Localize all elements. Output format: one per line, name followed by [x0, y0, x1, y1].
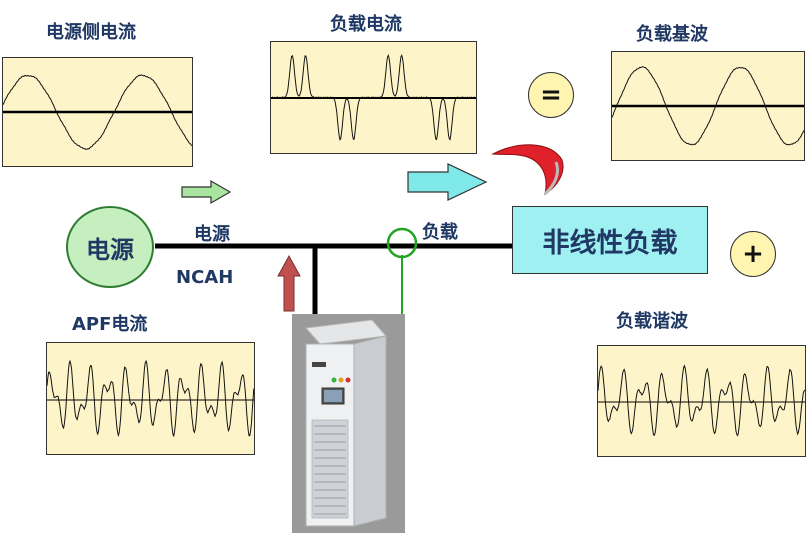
load-current-title: 负载电流 — [330, 14, 402, 35]
load-line-label: 负载 — [422, 222, 458, 243]
load-fundamental-title: 负载基波 — [636, 24, 708, 45]
right-arrow-icon — [181, 179, 232, 205]
source-current-waveform — [3, 74, 192, 151]
ncah-label: NCAH — [176, 267, 234, 288]
source-current-title: 电源侧电流 — [46, 22, 136, 43]
up-arrow-icon — [277, 254, 301, 312]
load-current-panel — [270, 41, 477, 154]
load-current-waveform — [271, 53, 476, 141]
apf-current-waveform — [47, 359, 254, 438]
equals-sign: = — [528, 72, 574, 118]
load-fundamental-panel — [611, 51, 805, 161]
power-source-node: 电源 — [66, 206, 154, 288]
load-harmonic-title: 负载谐波 — [616, 311, 688, 332]
source-current-panel — [2, 57, 193, 167]
apf-current-title: APF电流 — [72, 314, 148, 335]
load-fundamental-waveform — [612, 65, 804, 146]
apf-current-panel — [46, 342, 255, 455]
current-sensor-ring — [386, 227, 418, 259]
plus-sign: + — [730, 231, 776, 277]
load-harmonic-panel — [597, 345, 806, 457]
right-arrow-icon — [407, 163, 488, 201]
load-harmonic-waveform — [598, 364, 805, 437]
apf-cabinet-icon — [292, 314, 405, 533]
source-line-label: 电源 — [194, 224, 230, 245]
nonlinear-load-box: 非线性负载 — [512, 206, 708, 274]
